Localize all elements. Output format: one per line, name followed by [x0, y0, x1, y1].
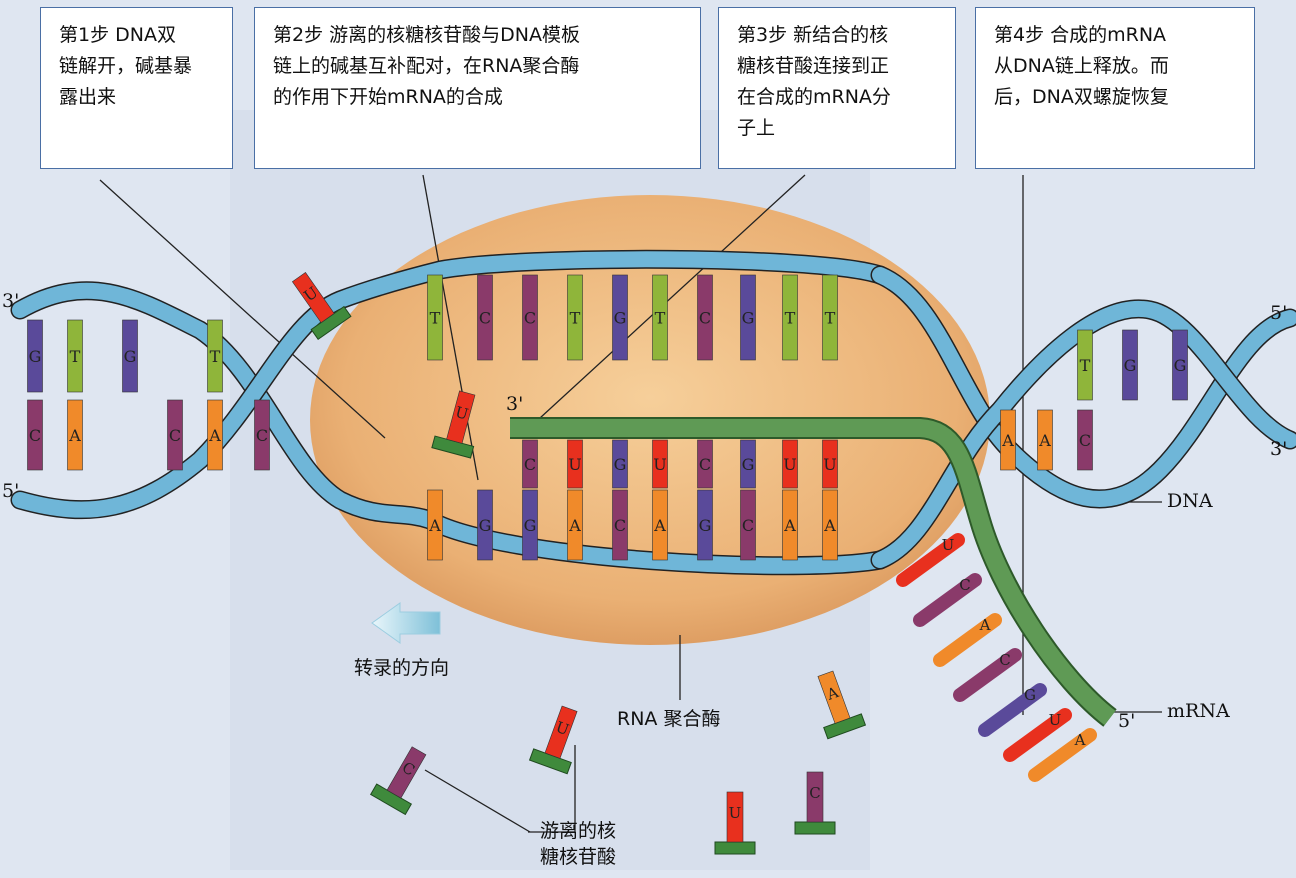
right-helix-bottom-base-letter: C	[1079, 431, 1091, 450]
left-helix-bottom-base-letter: A	[208, 426, 221, 445]
lower-template-base-letter: A	[783, 516, 796, 535]
mrna-tail-base-letter: C	[999, 651, 1010, 669]
mrna-paired-base-letter: U	[568, 455, 581, 474]
step-2-box: 第2步 游离的核糖核苷酸与DNA模板 链上的碱基互补配对，在RNA聚合酶 的作用…	[254, 7, 701, 169]
right-bottom-end-label: 3'	[1270, 438, 1287, 460]
mrna-paired-base-letter: U	[823, 455, 836, 474]
mrna-tail-base-letter: G	[1024, 686, 1036, 704]
mrna-3-end-label: 3'	[506, 393, 523, 415]
left-helix-top-base-letter: T	[70, 347, 81, 366]
mrna-tail-base-letter: C	[959, 576, 970, 594]
step-4-box: 第4步 合成的mRNA 从DNA链上释放。而 后，DNA双螺旋恢复	[975, 7, 1255, 169]
upper-template-base-letter: T	[655, 309, 666, 328]
left-helix-top-base-letter: T	[210, 347, 221, 366]
left-top-end-label: 3'	[2, 290, 19, 312]
right-helix-top-base-letter: T	[1080, 356, 1091, 375]
mrna-paired-base-letter: C	[524, 455, 536, 474]
upper-template-base-letter: G	[614, 309, 627, 328]
mrna-tail-base-letter: A	[979, 616, 991, 634]
free-nucleotide-letter: C	[809, 784, 820, 802]
right-helix-top-base-letter: G	[1124, 356, 1137, 375]
upper-template-base-letter: T	[570, 309, 581, 328]
left-helix-bottom-base-letter: C	[256, 426, 268, 445]
free-nucleotide-letter: U	[729, 804, 742, 822]
lower-template-base-letter: A	[428, 516, 441, 535]
left-helix-top-base-letter: G	[29, 347, 42, 366]
upper-template-base-letter: T	[430, 309, 441, 328]
left-helix-top-base-letter: G	[124, 347, 137, 366]
mrna-label: mRNA	[1167, 700, 1230, 722]
lower-template-base-letter: A	[823, 516, 836, 535]
upper-template-base-letter: C	[479, 309, 491, 328]
mrna-5-end-label: 5'	[1118, 710, 1135, 732]
left-helix-bottom-base-letter: A	[68, 426, 81, 445]
lower-template-base-letter: C	[742, 516, 754, 535]
direction-label: 转录的方向	[354, 653, 449, 680]
lower-template-base-letter: C	[614, 516, 626, 535]
right-helix-top-base-letter: G	[1174, 356, 1187, 375]
upper-template-base-letter: C	[699, 309, 711, 328]
upper-template-base-letter: T	[785, 309, 796, 328]
left-bottom-end-label: 5'	[2, 480, 19, 502]
mrna-tail-base-letter: A	[1074, 731, 1086, 749]
mrna-paired-base-letter: C	[699, 455, 711, 474]
lower-template-base-letter: A	[653, 516, 666, 535]
lower-template-base-letter: G	[524, 516, 537, 535]
right-helix-bottom-base-letter: A	[1001, 431, 1014, 450]
free-nucleotides-label: 游离的核 糖核苷酸	[540, 818, 616, 870]
right-top-end-label: 5'	[1270, 302, 1287, 324]
dna-label: DNA	[1167, 490, 1213, 512]
lower-template-base-letter: A	[568, 516, 581, 535]
upper-template-base-letter: T	[825, 309, 836, 328]
upper-template-base-letter: G	[742, 309, 755, 328]
step-3-box: 第3步 新结合的核 糖核苷酸连接到正 在合成的mRNA分 子上	[718, 7, 956, 169]
step-1-box: 第1步 DNA双 链解开，碱基暴 露出来	[40, 7, 233, 169]
mrna-tail-base-letter: U	[942, 536, 955, 554]
mrna-paired-base-letter: G	[614, 455, 627, 474]
lower-template-base-letter: G	[699, 516, 712, 535]
upper-template-base-letter: C	[524, 309, 536, 328]
free-nucleotide-sugar	[795, 822, 835, 834]
mrna-paired-base-letter: G	[742, 455, 755, 474]
right-helix-bottom-base-letter: A	[1038, 431, 1051, 450]
mrna-paired-base-letter: U	[653, 455, 666, 474]
left-helix-bottom-base-letter: C	[169, 426, 181, 445]
free-nucleotide-sugar	[715, 842, 755, 854]
mrna-paired-base-letter: U	[783, 455, 796, 474]
left-helix-bottom-base-letter: C	[29, 426, 41, 445]
polymerase-label: RNA 聚合酶	[617, 704, 720, 731]
mrna-tail-base-letter: U	[1049, 711, 1062, 729]
lower-template-base-letter: G	[479, 516, 492, 535]
